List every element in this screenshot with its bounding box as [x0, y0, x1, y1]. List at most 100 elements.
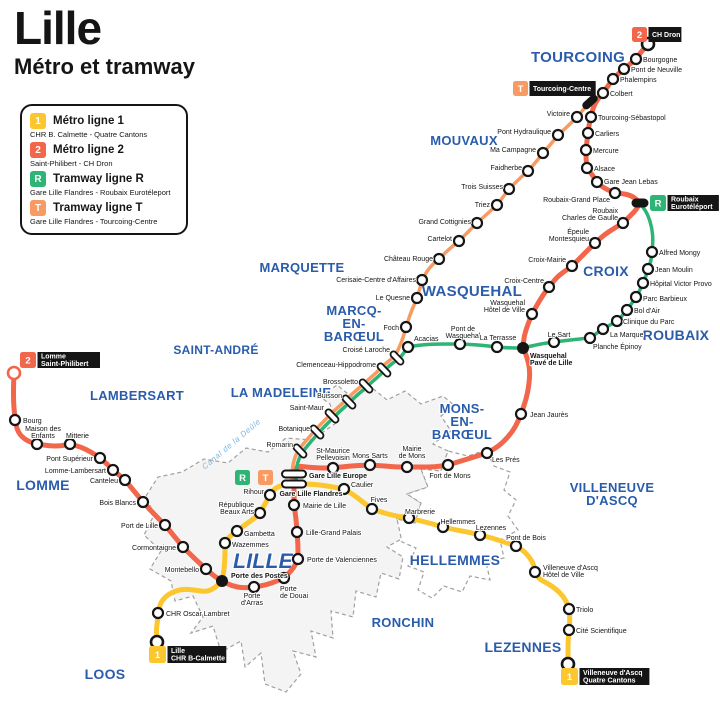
station-label-caulier: Caulier: [351, 482, 374, 489]
station-alsace: [580, 161, 594, 175]
legend-line-name: Tramway ligne T: [53, 202, 143, 214]
area-label-marquette: MARQUETTE: [259, 260, 344, 275]
city-boundary-1: [396, 449, 519, 599]
area-label-hellemmes: HELLEMMES: [410, 552, 501, 568]
station-lomme-saint-philibert: [6, 365, 22, 381]
line-2-badge: 2: [30, 142, 46, 158]
station-label-roubaix-grand-place: Roubaix-Grand Place: [543, 197, 610, 204]
station-label-mons-sarts: Mons Sarts: [352, 453, 388, 460]
station-label-lille-grand-palais: Lille-Grand Palais: [306, 530, 362, 537]
station-chr-oscar-lambret: [151, 606, 165, 620]
line-badge-r: R: [235, 470, 250, 485]
station-label-ma-campagne: Ma Campagne: [490, 147, 536, 154]
svg-text:R: R: [655, 198, 662, 209]
svg-text:R: R: [239, 473, 246, 484]
station-bois-blancs: [136, 495, 150, 509]
station-brossoletto: [358, 378, 374, 394]
station-label-gambetta: Gambetta: [244, 531, 275, 538]
station-label-rihour: Rihour: [243, 489, 264, 496]
station-villeneuve-d-ascq-hotel-de-ville: [528, 565, 542, 579]
station-label-chateau-rouge: Château Rouge: [384, 256, 433, 263]
page-title: Lille: [14, 2, 102, 54]
station-label-trois-suisses: Trois Suisses: [461, 184, 503, 191]
station-label-bol-d-air: Bol d'Air: [634, 308, 661, 315]
metro-line-2: [11, 41, 651, 591]
station-planche-epinoy: [583, 331, 597, 345]
station-label-mairie-de-lille: Mairie de Lille: [303, 503, 346, 510]
station-carliers: [581, 126, 595, 140]
station-trois-suisses: [502, 182, 516, 196]
area-label-la-madeleine: LA MADELEINE: [231, 385, 332, 400]
station-label-planche-epinoy: Planche Épinoy: [593, 342, 642, 351]
station-label-les-pres: Les Prés: [492, 457, 520, 464]
station-label-la-marque: La Marque: [610, 332, 644, 339]
station-triez: [490, 198, 504, 212]
station-romarin: [292, 443, 308, 459]
legend-line-name: Métro ligne 2: [53, 144, 124, 156]
station-cormontaigne: [176, 540, 190, 554]
station-fort-de-mons: [441, 458, 455, 472]
station-bourg: [8, 413, 22, 427]
station-label-fort-de-mons: Fort de Mons: [429, 473, 471, 480]
station-label-jean-jaures: Jean Jaurès: [530, 412, 569, 419]
line-1-badge: 1: [30, 113, 46, 129]
legend-item-tram-r: R Tramway ligne R Gare Lille Flandres - …: [30, 171, 178, 197]
station-colbert: [596, 86, 610, 100]
station-cite-scientifique: [562, 623, 576, 637]
area-label-lille: LILLE: [233, 550, 294, 573]
station-label-pont-superieur: Pont Supérieur: [46, 456, 93, 463]
station-label-hopital-victor-provo: Hôpital Victor Provo: [650, 281, 712, 288]
station-tourcoing-centre: [582, 94, 598, 110]
station-label-porte-de-valenciennes: Porte de Valenciennes: [307, 557, 377, 564]
legend-item-metro-2: 2 Métro ligne 2 Saint-Philibert - CH Dro…: [30, 142, 178, 168]
station-montebello: [199, 562, 213, 576]
station-roubaix-grand-place: [608, 186, 622, 200]
station-croix-centre: [542, 280, 556, 294]
station-label-cerisaie-centre-d-affaires: Cerisaie-Centre d'Affaires: [336, 277, 416, 284]
station-la-marque: [596, 322, 610, 336]
station-label-mercure: Mercure: [593, 148, 619, 155]
station-label-chr-oscar-lambret: CHR Oscar Lambret: [166, 611, 229, 618]
station-label-clemenceau-hippodrome: Clemenceau-Hippodrome: [296, 362, 376, 369]
svg-text:2: 2: [637, 30, 642, 41]
station-label-brossoletto: Brossoletto: [323, 379, 358, 386]
station-porte-de-valenciennes: [291, 552, 305, 566]
station-label-le-sart: Le Sart: [548, 332, 571, 339]
station-port-de-lille: [158, 518, 172, 532]
station-faidherbe: [521, 164, 535, 178]
station-label-colbert: Colbert: [610, 91, 633, 98]
area-label-wasquehal: WASQUEHAL: [422, 283, 522, 300]
area-label-mons-en-bar-ul: MONS-EN-BARŒUL: [432, 401, 492, 442]
station-croix-mairie: [565, 259, 579, 273]
station-marbrerie: [402, 511, 416, 525]
station-clemenceau-hippodrome: [376, 362, 392, 378]
line-badge-t: T: [258, 470, 273, 485]
station-label-fives: Fives: [371, 497, 388, 504]
svg-text:T: T: [518, 84, 524, 95]
station-le-quesne: [410, 291, 424, 305]
station-mairie-de-mons: [400, 460, 414, 474]
station-gare-lille-europe: [281, 469, 307, 479]
station-label-saint-maur: Saint-Maur: [290, 405, 325, 412]
station-label-port-de-lille: Port de Lille: [121, 523, 158, 530]
station-label-buisson: Buisson: [317, 393, 342, 400]
station-gare-jean-lebas: [590, 175, 604, 189]
station-botanique: [309, 424, 325, 440]
station-label-phalempins: Phalempins: [620, 77, 657, 84]
area-label-croix: CROIX: [583, 263, 629, 279]
legend-item-metro-1: 1 Métro ligne 1 CHR B. Calmette - Quatre…: [30, 113, 178, 139]
page-subtitle: Métro et tramway: [14, 54, 195, 80]
station-label-croix-mairie: Croix-Mairie: [528, 257, 566, 264]
station-lomme-lambersart: [106, 463, 120, 477]
